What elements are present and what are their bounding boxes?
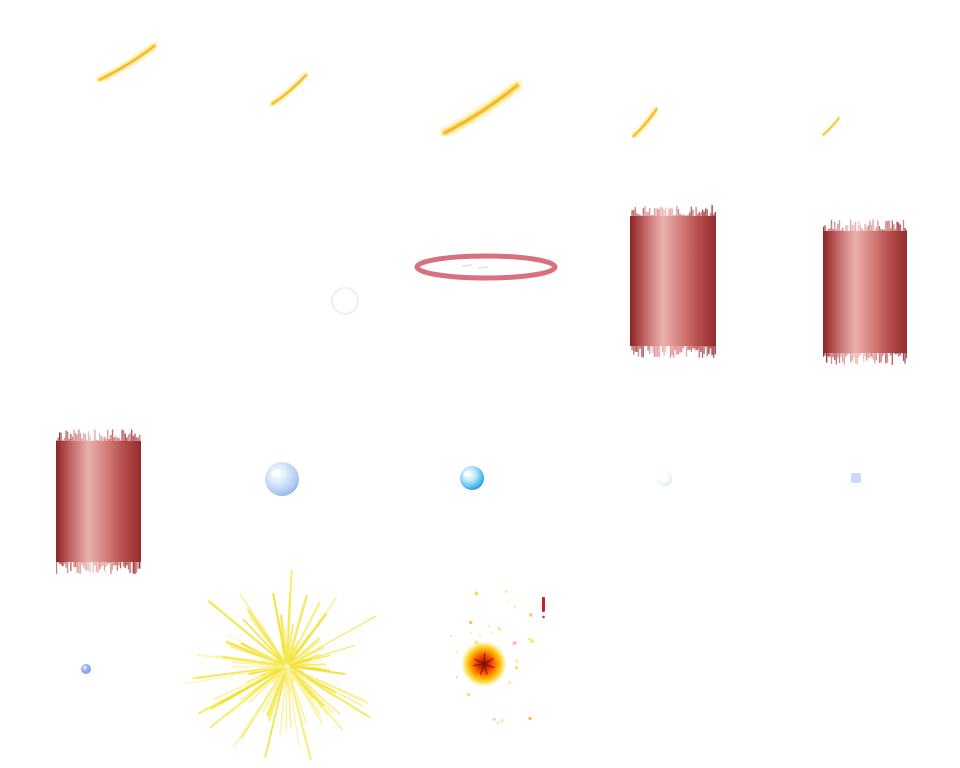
firecracker-tube-2 [823, 219, 907, 365]
bubble-dot [81, 664, 91, 674]
ring-outline [414, 253, 558, 281]
tube-body [56, 441, 141, 562]
halo-ring [414, 253, 558, 281]
bubble-large [265, 462, 299, 496]
bubble-highlight [270, 469, 281, 477]
bubble-highlight [658, 473, 664, 477]
explosion-sparkles [450, 590, 535, 725]
orb-core-ray [479, 663, 485, 675]
bubble-small [656, 470, 672, 486]
comet-streak-1 [96, 42, 158, 82]
tube-fringe-top [56, 429, 141, 442]
orb-core-ray [483, 663, 488, 675]
comet-streak-4 [632, 106, 658, 138]
orb-core-ray [483, 657, 494, 665]
orb-core-ray [483, 663, 495, 669]
orb-core-ray [474, 658, 485, 665]
orb-core-ray [483, 652, 486, 665]
tube-fringe-top [823, 219, 907, 232]
tube-fringe-bottom [823, 352, 907, 365]
tube-fringe-bottom [630, 345, 716, 358]
tube-body [823, 231, 907, 353]
red-tick [542, 597, 545, 619]
comet-streak-3 [440, 80, 522, 136]
ring-inner-mark [477, 266, 489, 269]
ring-inner-mark [461, 264, 473, 267]
comet-streak-2 [270, 72, 308, 106]
yellow-starburst [184, 569, 377, 761]
tube-fringe-bottom [56, 561, 141, 574]
bubble-medium [460, 466, 484, 490]
comet-streak-5 [822, 116, 840, 136]
bubble-tiny [851, 473, 861, 483]
bubble-highlight [464, 471, 471, 477]
tube-body [630, 216, 716, 346]
tube-fringe-top [630, 204, 716, 217]
faint-circle [330, 286, 360, 316]
firecracker-tube-1 [630, 204, 716, 358]
orb-core-ray [473, 663, 485, 667]
firecracker-tube-3 [56, 429, 141, 574]
